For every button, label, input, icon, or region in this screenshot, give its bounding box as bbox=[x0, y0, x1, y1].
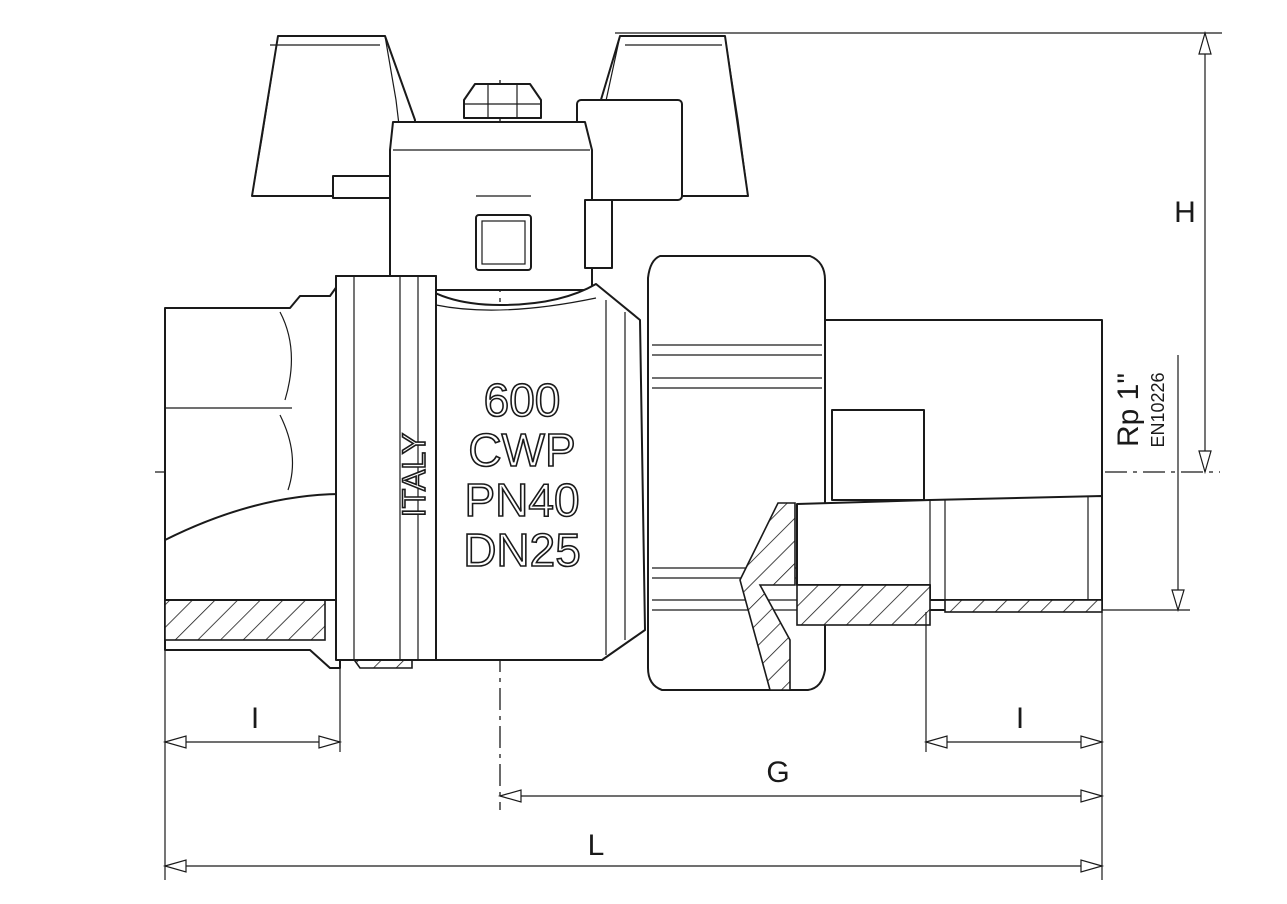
marking-line-1: 600 bbox=[484, 374, 561, 426]
dimension-h-label: H bbox=[1174, 196, 1196, 229]
stem-nut bbox=[463, 83, 542, 119]
stem-housing bbox=[389, 121, 613, 291]
dimension-l-label: L bbox=[588, 829, 605, 862]
origin-marking: ITALY bbox=[396, 433, 432, 517]
dimension-h bbox=[615, 30, 1222, 475]
thread-diameter-marker bbox=[1102, 355, 1190, 613]
dimension-i-right-label: I bbox=[1016, 702, 1024, 735]
thread-size-label: Rp 1" bbox=[1112, 373, 1145, 447]
dimension-g bbox=[497, 789, 1105, 803]
dimension-i-left-label: I bbox=[251, 702, 259, 735]
marking-line-3: PN40 bbox=[464, 474, 579, 526]
thread-standard-label: EN10226 bbox=[1148, 372, 1168, 447]
dimension-l bbox=[162, 859, 1105, 873]
union-nut bbox=[647, 255, 826, 691]
dimension-g-label: G bbox=[766, 756, 789, 789]
ball-body bbox=[335, 275, 646, 661]
dimension-i-right bbox=[923, 612, 1105, 880]
marking-line-4: DN25 bbox=[463, 524, 581, 576]
marking-line-2: CWP bbox=[468, 424, 575, 476]
tailpiece bbox=[796, 319, 1103, 626]
dimension-i-left bbox=[162, 650, 343, 880]
